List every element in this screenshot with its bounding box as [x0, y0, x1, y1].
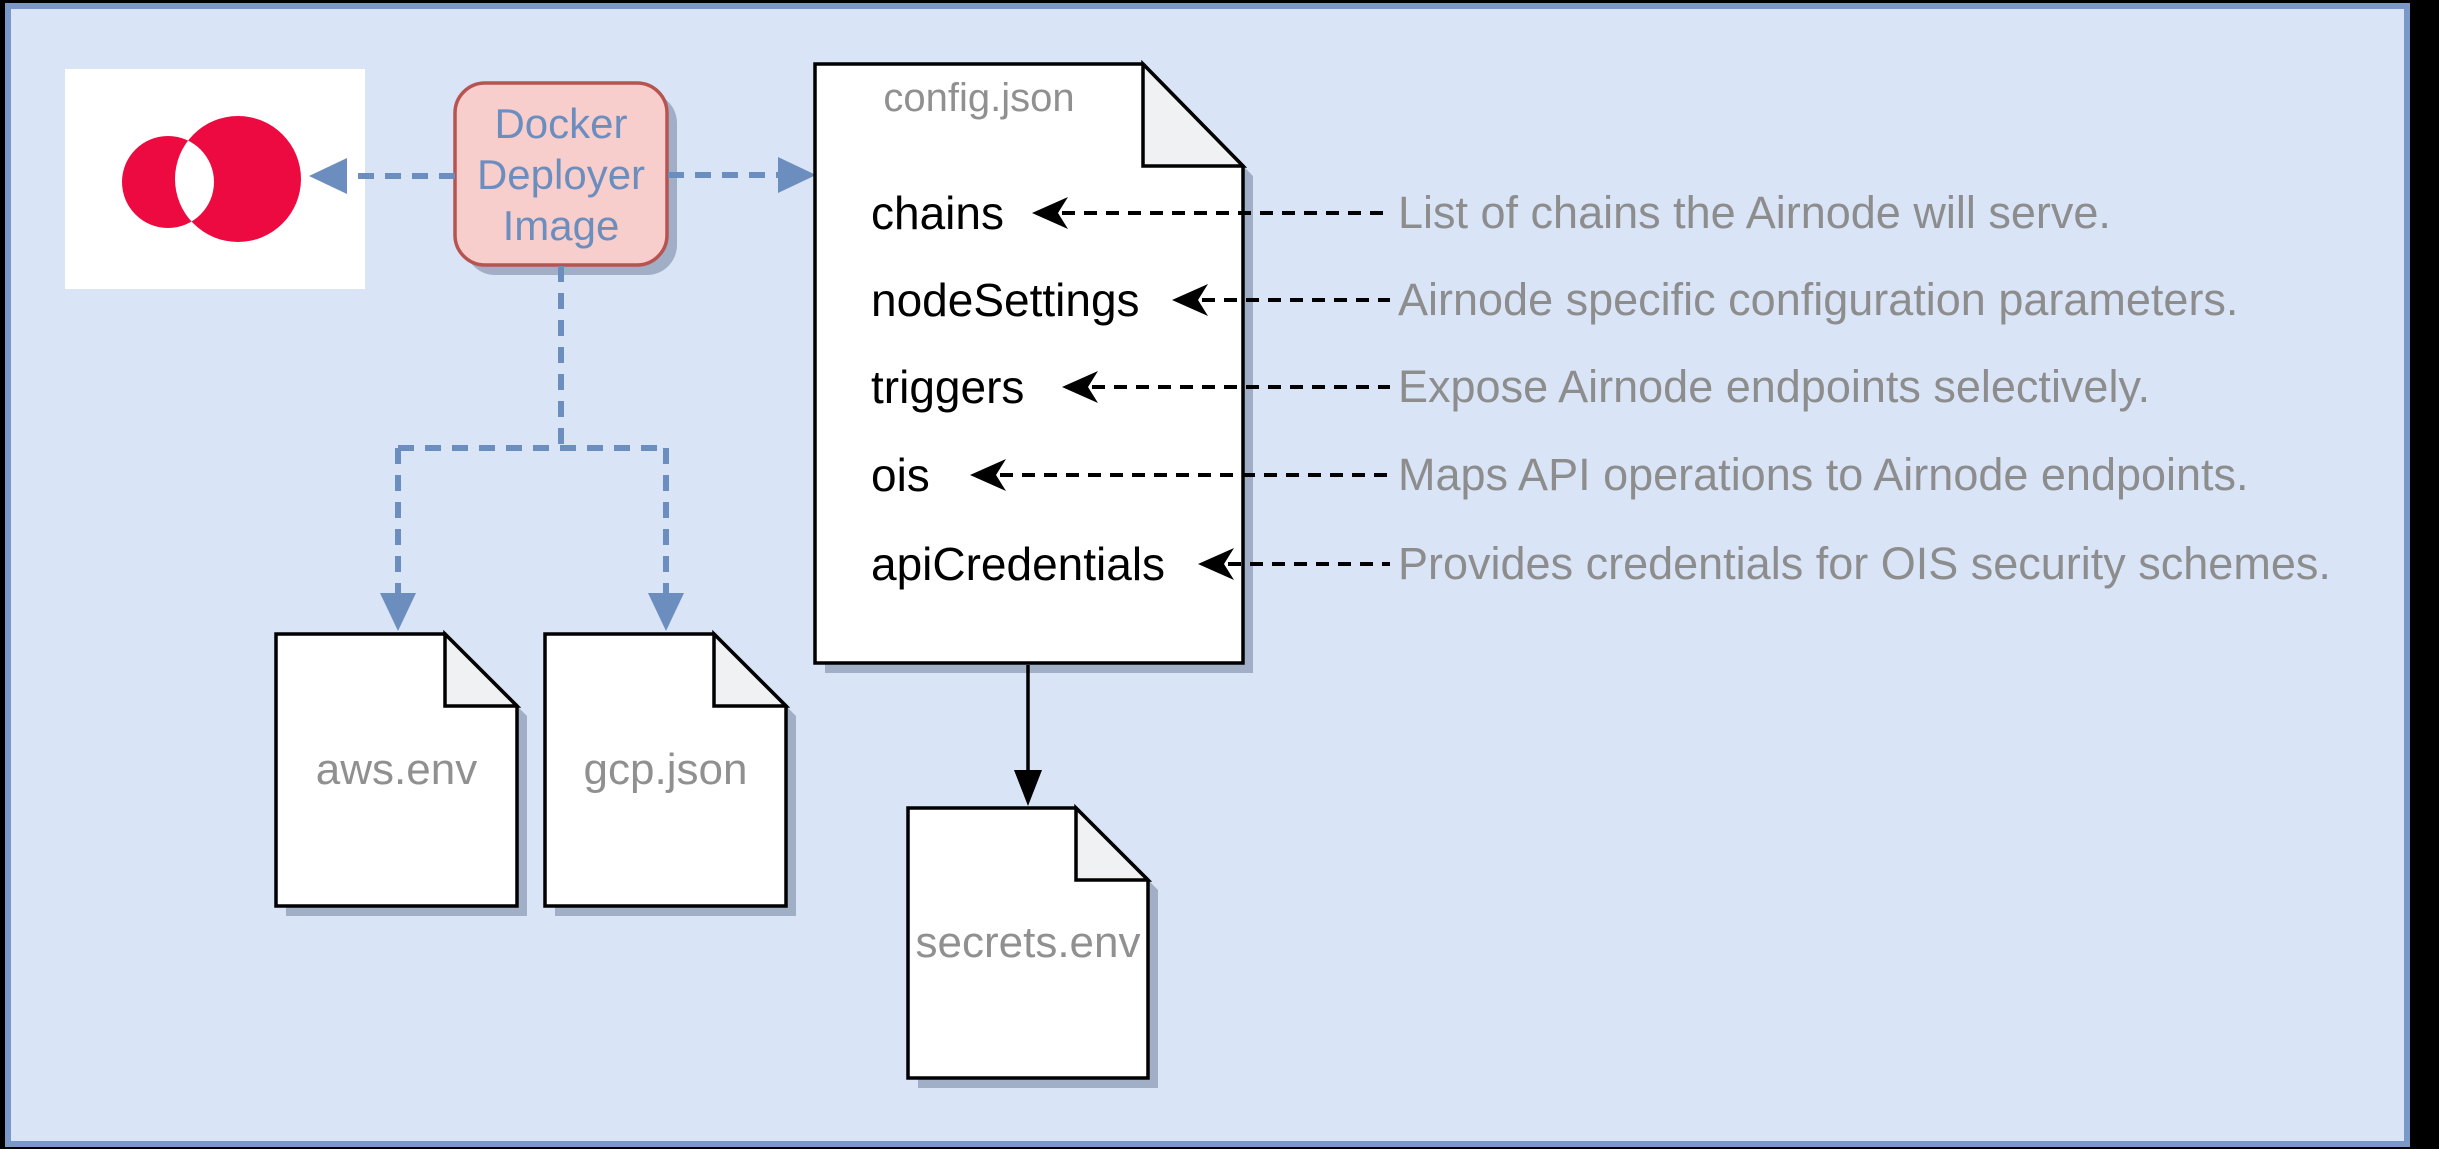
- aws-doc-fold: [443, 629, 522, 708]
- item-label-apicredentials: apiCredentials: [871, 538, 1166, 590]
- aws-env-doc: [274, 629, 527, 916]
- item-label-ois: ois: [871, 449, 930, 501]
- config-doc-fold: [1141, 59, 1248, 168]
- item-desc-chains: List of chains the Airnode will serve.: [1398, 187, 2111, 238]
- item-label-chains: chains: [871, 187, 1004, 239]
- docker-label-line-1: Docker: [494, 99, 628, 147]
- arrow-desc-apicredentials: [1198, 548, 1390, 580]
- arrowhead-down-aws-icon: [380, 593, 416, 631]
- arrow-desc-ois: [970, 459, 1390, 491]
- arrow-desc-triggers: [1062, 371, 1390, 403]
- aws-env-label: aws.env: [315, 745, 478, 794]
- item-desc-nodesettings: Airnode specific configuration parameter…: [1398, 274, 2239, 325]
- item-label-nodesettings: nodeSettings: [871, 274, 1140, 326]
- docker-label-line-3: Image: [502, 201, 620, 249]
- arrowhead-left-icon: [309, 158, 347, 194]
- arrow-config-to-secrets: [1014, 665, 1042, 806]
- config-json-doc: [813, 59, 1253, 673]
- arrowhead-chains-icon: [1032, 197, 1068, 229]
- config-doc-title: config.json: [883, 76, 1075, 120]
- secrets-env-label: secrets.env: [915, 918, 1141, 967]
- item-desc-apicredentials: Provides credentials for OIS security sc…: [1398, 538, 2331, 589]
- docker-deployer-label: Docker Deployer Image: [455, 83, 667, 265]
- arrowhead-triggers-icon: [1062, 371, 1098, 403]
- arrow-desc-chains: [1032, 197, 1390, 229]
- arrowhead-right-icon: [778, 157, 816, 193]
- arrowhead-apicredentials-icon: [1198, 548, 1234, 580]
- arrowhead-down-gcp-icon: [648, 593, 684, 631]
- item-label-triggers: triggers: [871, 361, 1025, 413]
- item-desc-ois: Maps API operations to Airnode endpoints…: [1398, 449, 2249, 500]
- arrow-docker-to-logo: [309, 158, 455, 194]
- arrowhead-down-secrets-icon: [1014, 770, 1042, 806]
- secrets-doc-fold: [1074, 803, 1153, 882]
- connector-docker-to-env-files: [380, 266, 684, 631]
- airnode-logo-icon: [122, 116, 301, 242]
- arrowhead-nodesettings-icon: [1172, 284, 1208, 316]
- gcp-json-doc: [543, 629, 796, 916]
- gcp-json-label: gcp.json: [583, 745, 748, 794]
- docker-label-line-2: Deployer: [476, 150, 646, 198]
- arrowhead-ois-icon: [970, 459, 1006, 491]
- item-desc-triggers: Expose Airnode endpoints selectively.: [1398, 361, 2151, 412]
- arrow-desc-nodesettings: [1172, 284, 1390, 316]
- arrow-docker-to-config: [668, 157, 816, 193]
- gcp-doc-fold: [712, 629, 791, 708]
- secrets-env-doc: [906, 803, 1158, 1088]
